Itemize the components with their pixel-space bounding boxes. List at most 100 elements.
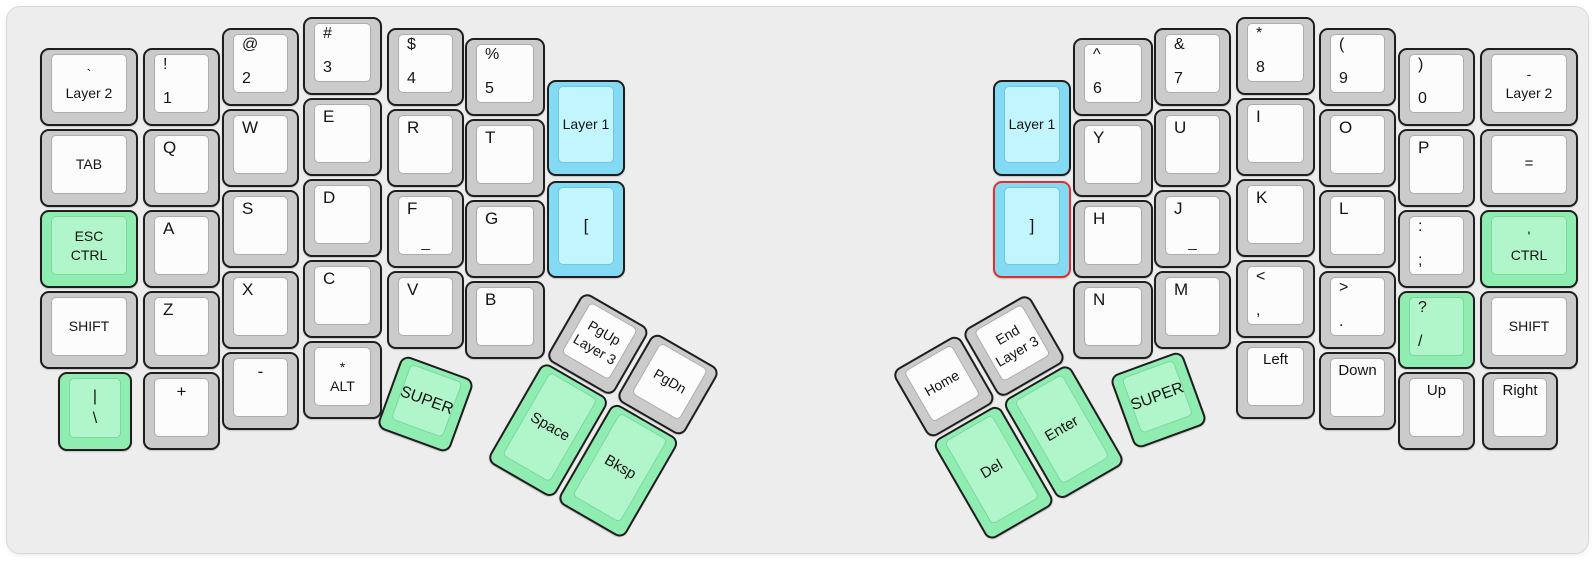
key-q[interactable]: Q [143, 129, 220, 207]
keycap-top: H [1084, 206, 1142, 265]
key-6[interactable]: ^6 [1073, 38, 1153, 116]
key-shift-left[interactable]: SHIFT [40, 291, 138, 369]
key-4[interactable]: $4 [387, 28, 464, 106]
keycap-top: &7 [1165, 34, 1220, 93]
key-legend: 4 [407, 70, 416, 88]
key-n[interactable]: N [1073, 281, 1153, 359]
key-7[interactable]: &7 [1154, 28, 1231, 106]
keycap-top: )0 [1409, 54, 1464, 113]
key-x[interactable]: X [222, 271, 299, 349]
key-legend: ( [1339, 36, 1345, 53]
key-g[interactable]: G [465, 200, 545, 278]
key-star-alt[interactable]: *ALT [303, 341, 382, 419]
key-equals[interactable]: = [1480, 129, 1578, 207]
key-legend: U [1174, 118, 1187, 137]
key-p[interactable]: P [1398, 129, 1475, 207]
key-i[interactable]: I [1236, 98, 1315, 176]
keycap-top: V [398, 277, 453, 336]
key-tab[interactable]: TAB [40, 129, 138, 207]
key-minus[interactable]: - [222, 352, 299, 430]
key-legend: ^ [1093, 46, 1101, 63]
key-legend: B [485, 290, 497, 309]
key-2[interactable]: @2 [222, 28, 299, 106]
key-f[interactable]: F_ [387, 190, 464, 268]
key-3[interactable]: #3 [303, 17, 382, 95]
key-left-bracket[interactable]: [ [547, 181, 625, 278]
key-o[interactable]: O [1319, 109, 1396, 187]
key-legend: ! [163, 56, 168, 73]
key-r[interactable]: R [387, 109, 464, 187]
key-k[interactable]: K [1236, 179, 1315, 257]
key-j[interactable]: J_ [1154, 190, 1231, 268]
key-a[interactable]: A [143, 210, 220, 288]
key-legend: / [1418, 333, 1423, 351]
key-9[interactable]: (9 [1319, 28, 1396, 106]
key-comma[interactable]: <, [1236, 260, 1315, 338]
key-layer1-left[interactable]: Layer 1 [547, 80, 625, 176]
key-s[interactable]: S [222, 190, 299, 268]
key-legend: Del [977, 456, 1006, 483]
key-legend: P [1418, 138, 1430, 157]
key-legend: 3 [323, 59, 332, 77]
key-legend: \ [92, 410, 98, 427]
key-5[interactable]: %5 [465, 38, 545, 116]
keycap-top: |\ [69, 378, 121, 438]
key-legend: SHIFT [68, 318, 110, 335]
key-legend: & [1174, 36, 1185, 53]
key-m[interactable]: M [1154, 271, 1231, 349]
key-sub-legend: _ [1188, 234, 1197, 251]
key-0[interactable]: )0 [1398, 48, 1475, 126]
key-minus-layer2[interactable]: -Layer 2 [1480, 48, 1578, 126]
key-legend: Q [163, 138, 177, 157]
key-quote-ctrl[interactable]: 'CTRL [1480, 210, 1578, 288]
key-legend: , [1256, 302, 1261, 320]
key-w[interactable]: W [222, 109, 299, 187]
key-legend: CTRL [1510, 246, 1548, 263]
key-legend: 5 [485, 80, 494, 98]
key-legend: M [1174, 280, 1189, 299]
key-legend: # [323, 25, 332, 42]
key-layer1-right[interactable]: Layer 1 [993, 80, 1071, 176]
key-legend: 8 [1256, 59, 1265, 77]
key-1[interactable]: !1 [143, 48, 220, 126]
key-plus[interactable]: + [143, 372, 220, 450]
keycap-top: SHIFT [51, 297, 127, 356]
keycap-top: K [1247, 185, 1304, 244]
keycap-top: Q [154, 135, 209, 194]
key-e[interactable]: E [303, 98, 382, 176]
key-c[interactable]: C [303, 260, 382, 338]
key-pipe-backslash[interactable]: |\ [58, 372, 132, 451]
key-legend: SUPER [1128, 379, 1187, 414]
key-period[interactable]: >. [1319, 271, 1396, 349]
key-z[interactable]: Z [143, 291, 220, 369]
key-h[interactable]: H [1073, 200, 1153, 278]
key-d[interactable]: D [303, 179, 382, 257]
key-t[interactable]: T [465, 119, 545, 197]
key-8[interactable]: *8 [1236, 17, 1315, 95]
key-y[interactable]: Y [1073, 119, 1153, 197]
keycap-top: Y [1084, 125, 1142, 184]
key-v[interactable]: V [387, 271, 464, 349]
key-right-bracket[interactable]: ] [993, 181, 1071, 278]
keycap-top: %5 [476, 44, 534, 103]
key-legend: | [92, 388, 98, 406]
key-shift-right[interactable]: SHIFT [1480, 291, 1578, 369]
key-l[interactable]: L [1319, 190, 1396, 268]
key-u[interactable]: U [1154, 109, 1231, 187]
key-arrow-down[interactable]: Down [1319, 352, 1396, 430]
key-legend: L [1339, 199, 1349, 218]
key-arrow-left[interactable]: Left [1236, 341, 1315, 419]
key-legend: Enter [1041, 412, 1082, 445]
key-legend: Layer 2 [65, 84, 113, 101]
key-arrow-right[interactable]: Right [1482, 372, 1558, 450]
key-legend: O [1339, 118, 1353, 137]
key-b[interactable]: B [465, 281, 545, 359]
keycap-top: = [1491, 135, 1567, 194]
key-grave-layer2[interactable]: `Layer 2 [40, 48, 138, 126]
key-semicolon[interactable]: :; [1398, 210, 1475, 288]
key-slash[interactable]: ?/ [1398, 291, 1475, 369]
keycap-top: ^6 [1084, 44, 1142, 103]
key-arrow-up[interactable]: Up [1398, 372, 1475, 450]
